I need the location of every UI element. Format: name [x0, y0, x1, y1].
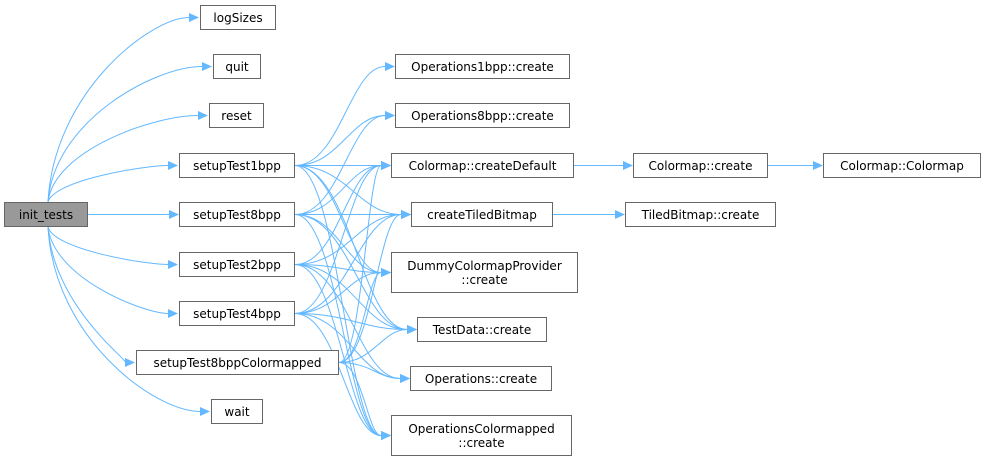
node-createtiledbitmap[interactable]: createTiledBitmap	[411, 202, 553, 227]
arrowhead-icon	[385, 62, 395, 71]
arrowhead-icon	[401, 210, 411, 219]
edge-setuptest1bpp-to-dummycolormapprovider_create	[294, 165, 382, 273]
edge-setuptest2bpp-to-createtiledbitmap	[294, 214, 402, 265]
edge-init_tests-to-setuptest8bppcolormapped	[47, 226, 126, 363]
edge-setuptest4bpp-to-colormap_createdefault	[294, 165, 382, 314]
edge-setuptest1bpp-to-testdata_create	[294, 165, 408, 330]
arrowhead-icon	[615, 210, 625, 219]
edge-setuptest8bppcolormapped-to-operationscolormapped_create	[338, 362, 382, 436]
node-label: setupTest8bpp	[193, 207, 281, 222]
edge-setuptest2bpp-to-testdata_create	[294, 264, 408, 330]
arrowhead-icon	[385, 111, 395, 120]
node-label: OperationsColormapped	[408, 421, 555, 436]
node-colormap-createdefault[interactable]: Colormap::createDefault	[391, 153, 574, 178]
node-reset[interactable]: reset	[209, 103, 264, 128]
edge-setuptest8bpp-to-operationscolormapped_create	[294, 214, 382, 436]
node-label: setupTest8bppColormapped	[153, 355, 322, 370]
node-quit[interactable]: quit	[213, 54, 261, 79]
edge-setuptest2bpp-to-dummycolormapprovider_create	[294, 264, 382, 273]
node-setuptest1bpp[interactable]: setupTest1bpp	[179, 153, 295, 178]
node-label: DummyColormapProvider	[407, 258, 562, 273]
arrowhead-icon	[125, 358, 135, 367]
arrowhead-icon	[407, 325, 417, 334]
edge-init_tests-to-logsizes	[47, 17, 190, 203]
node-init-tests: init_tests	[4, 202, 88, 227]
node-operations-create[interactable]: Operations::create	[410, 366, 552, 391]
node-label: TestData::create	[432, 322, 532, 337]
edge-init_tests-to-setuptest1bpp	[47, 165, 169, 203]
node-label: Colormap::createDefault	[408, 158, 557, 173]
edge-setuptest4bpp-to-createtiledbitmap	[294, 214, 402, 314]
node-label: TiledBitmap::create	[641, 207, 760, 222]
edge-setuptest8bpp-to-operations8bpp_create	[294, 115, 386, 215]
arrowhead-icon	[400, 374, 410, 383]
node-label: reset	[221, 108, 252, 123]
edge-setuptest8bppcolormapped-to-operations_create	[338, 362, 401, 379]
edge-setuptest2bpp-to-operations_create	[294, 264, 401, 379]
edge-setuptest4bpp-to-operationscolormapped_create	[294, 313, 382, 436]
node-operations1bpp-create[interactable]: Operations1bpp::create	[395, 54, 570, 79]
edge-init_tests-to-setuptest4bpp	[47, 226, 169, 314]
node-label: quit	[225, 59, 249, 74]
edge-setuptest4bpp-to-testdata_create	[294, 313, 408, 330]
node-label: init_tests	[18, 207, 74, 222]
arrowhead-icon	[381, 161, 391, 170]
node-dummycolormapprovider-create[interactable]: DummyColormapProvider::create	[391, 252, 578, 293]
node-label: ::create	[461, 272, 508, 287]
edge-setuptest1bpp-to-createtiledbitmap	[294, 165, 402, 215]
edge-setuptest4bpp-to-dummycolormapprovider_create	[294, 272, 382, 314]
node-label: ::create	[458, 435, 505, 450]
node-label: Colormap::Colormap	[840, 158, 964, 173]
node-setuptest2bpp[interactable]: setupTest2bpp	[179, 252, 295, 277]
edge-setuptest8bppcolormapped-to-createtiledbitmap	[338, 214, 402, 363]
edge-init_tests-to-reset	[47, 115, 199, 203]
node-label: Operations::create	[424, 371, 538, 386]
node-label: setupTest4bpp	[193, 306, 281, 321]
node-colormap-colormap[interactable]: Colormap::Colormap	[823, 153, 981, 178]
edge-setuptest1bpp-to-operations8bpp_create	[294, 115, 386, 166]
arrowhead-icon	[168, 309, 178, 318]
node-label: wait	[224, 404, 250, 419]
node-tiledbitmap-create[interactable]: TiledBitmap::create	[625, 202, 776, 227]
edge-setuptest8bpp-to-colormap_createdefault	[294, 165, 382, 215]
arrowhead-icon	[168, 260, 178, 269]
node-label: logSizes	[213, 10, 263, 25]
edge-setuptest8bppcolormapped-to-testdata_create	[338, 329, 408, 363]
edge-setuptest2bpp-to-colormap_createdefault	[294, 165, 382, 265]
node-setuptest8bpp[interactable]: setupTest8bpp	[179, 202, 295, 227]
edge-setuptest1bpp-to-operationscolormapped_create	[294, 165, 382, 436]
node-label: Operations8bpp::create	[411, 108, 554, 123]
arrowhead-icon	[381, 268, 391, 277]
node-testdata-create[interactable]: TestData::create	[417, 317, 547, 342]
edge-setuptest1bpp-to-operations1bpp_create	[294, 66, 386, 166]
edge-init_tests-to-quit	[47, 66, 203, 203]
node-setuptest8bppcolormapped[interactable]: setupTest8bppColormapped	[136, 350, 339, 375]
edge-setuptest8bppcolormapped-to-colormap_createdefault	[338, 165, 382, 363]
node-wait[interactable]: wait	[211, 399, 263, 424]
node-label: Operations1bpp::create	[411, 59, 554, 74]
arrowhead-icon	[381, 431, 391, 440]
arrowhead-icon	[813, 161, 823, 170]
node-label: setupTest2bpp	[193, 257, 281, 272]
arrowhead-icon	[202, 62, 212, 71]
node-operationscolormapped-create[interactable]: OperationsColormapped::create	[391, 415, 572, 456]
arrowhead-icon	[200, 407, 210, 416]
node-colormap-create[interactable]: Colormap::create	[633, 153, 768, 178]
edge-setuptest2bpp-to-operationscolormapped_create	[294, 264, 382, 436]
node-logsizes[interactable]: logSizes	[200, 5, 276, 30]
arrowhead-icon	[198, 111, 208, 120]
edge-init_tests-to-wait	[47, 226, 201, 412]
arrowhead-icon	[168, 161, 178, 170]
arrowhead-icon	[189, 13, 199, 22]
node-label: setupTest1bpp	[193, 158, 281, 173]
arrowhead-icon	[169, 210, 179, 219]
arrowhead-icon	[623, 161, 633, 170]
node-setuptest4bpp[interactable]: setupTest4bpp	[179, 301, 295, 326]
node-label: Colormap::create	[648, 158, 753, 173]
node-operations8bpp-create[interactable]: Operations8bpp::create	[395, 103, 570, 128]
edge-setuptest8bpp-to-testdata_create	[294, 214, 408, 330]
edge-init_tests-to-setuptest2bpp	[47, 226, 169, 265]
edge-setuptest8bppcolormapped-to-dummycolormapprovider_create	[338, 272, 382, 363]
node-label: createTiledBitmap	[427, 207, 537, 222]
